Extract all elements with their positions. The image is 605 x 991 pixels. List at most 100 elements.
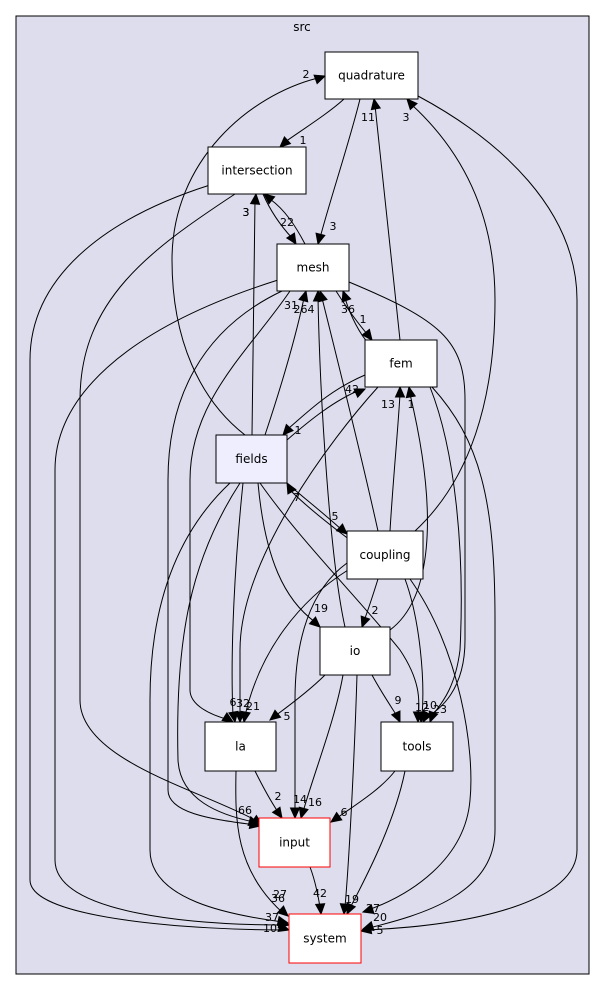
edge-label-coupling-to-fields: 7	[294, 491, 301, 504]
edge-fields-to-system	[149, 482, 290, 927]
edge-label-io-to-input: 16	[308, 796, 322, 809]
edge-fields-to-mesh	[264, 289, 309, 436]
node-box-tools[interactable]	[380, 721, 454, 772]
node-coupling[interactable]: coupling	[346, 530, 424, 580]
edge-label-fields-to-mesh: 31	[284, 299, 298, 312]
node-input[interactable]: input	[258, 817, 331, 868]
edge-label-fem-to-system: 20	[373, 911, 387, 924]
edge-label-la-to-system: 27	[273, 888, 287, 901]
edge-label-mesh-to-inter: 3	[243, 206, 250, 219]
edge-la-to-input	[254, 770, 283, 819]
node-fields[interactable]: fields	[215, 434, 288, 484]
edge-label-coupling-to-mesh: 264	[294, 303, 315, 316]
edge-label-io-to-fem: 1	[408, 398, 415, 411]
edge-tools-to-input	[330, 770, 396, 823]
edge-label-fields-to-coupling: 5	[332, 510, 339, 523]
edge-label-mesh-to-tools: 23	[433, 703, 447, 716]
node-label-mesh: mesh	[297, 261, 330, 275]
edge-io-to-input	[298, 674, 344, 820]
edge-fem-to-system	[361, 386, 496, 932]
edge-label-fields-to-tools: 12	[415, 701, 429, 714]
edge-label-fields-to-io: 19	[314, 602, 328, 615]
edge-label-fields-to-fem: 42	[345, 383, 359, 396]
node-box-input[interactable]	[258, 817, 331, 868]
node-fem[interactable]: fem	[364, 339, 438, 388]
edge-label-io-to-la: 5	[284, 710, 291, 723]
edge-label-fields-to-input: 66	[238, 804, 252, 817]
edge-label-mesh-to-fem: 1	[360, 313, 367, 326]
edge-mesh-to-inter	[263, 193, 306, 245]
edge-mesh-to-la	[189, 290, 291, 723]
edge-label-fem-to-la: 6	[230, 696, 237, 709]
edge-label-io-to-tools: 9	[395, 694, 402, 707]
edge-io-to-tools	[371, 674, 401, 724]
node-box-coupling[interactable]	[346, 530, 424, 580]
edge-label-fem-to-quad: 11	[361, 111, 375, 124]
node-label-io: io	[350, 644, 361, 658]
edge-label-la-to-input: 2	[275, 790, 282, 803]
edge-coupling-to-la	[240, 569, 349, 724]
node-label-intersection: intersection	[221, 164, 292, 178]
node-quadrature[interactable]: quadrature	[324, 51, 419, 100]
edge-label-inter-to-mesh: 22	[280, 216, 294, 229]
node-box-quadrature[interactable]	[324, 51, 419, 100]
edge-fields-to-io	[257, 482, 321, 628]
edge-coupling-to-io	[360, 578, 379, 629]
node-label-quadrature: quadrature	[338, 69, 405, 83]
edge-coupling-to-fem	[389, 385, 406, 532]
node-box-fields[interactable]	[215, 434, 288, 484]
node-box-system[interactable]	[288, 913, 362, 964]
node-box-intersection[interactable]	[207, 146, 307, 195]
edge-io-to-fem	[389, 385, 428, 631]
node-mesh[interactable]: mesh	[276, 243, 350, 292]
edge-coupling-to-fields	[286, 481, 351, 541]
edge-label-coupling-to-fem: 13	[381, 398, 395, 411]
node-label-tools: tools	[403, 740, 432, 754]
node-label-coupling: coupling	[359, 548, 410, 562]
edge-label-io-to-system: 19	[345, 893, 359, 906]
edge-label-quad-to-system: 5	[377, 924, 384, 937]
node-label-la: la	[235, 740, 246, 754]
edge-fields-to-input	[177, 482, 261, 827]
edge-inter-to-mesh	[262, 193, 297, 246]
node-system[interactable]: system	[288, 913, 362, 964]
node-box-mesh[interactable]	[276, 243, 350, 292]
edge-label-fields-to-inter: 3	[243, 206, 250, 219]
edge-label-fem-to-fields: 1	[295, 424, 302, 437]
edge-coupling-to-system	[361, 578, 472, 915]
edge-fem-to-tools	[428, 386, 462, 724]
edge-la-to-system	[235, 770, 289, 917]
node-box-la[interactable]	[204, 721, 277, 772]
edge-label-quad-to-mesh: 3	[330, 220, 337, 233]
edge-io-to-mesh	[312, 289, 346, 628]
edge-label-coupling-to-io: 2	[372, 604, 379, 617]
edge-quad-to-inter	[279, 98, 345, 148]
edge-coupling-to-tools	[404, 578, 428, 724]
node-la[interactable]: la	[204, 721, 277, 772]
edge-label-quad-to-inter: 1	[300, 134, 307, 147]
edge-fields-to-inter	[249, 192, 261, 436]
node-tools[interactable]: tools	[380, 721, 454, 772]
edge-label-coupling-to-system: 27	[366, 902, 380, 915]
node-io[interactable]: io	[319, 626, 391, 676]
edge-coupling-to-input	[289, 562, 348, 820]
edge-label-mesh-to-system: 37	[265, 911, 279, 924]
node-box-fem[interactable]	[364, 339, 438, 388]
edge-coupling-to-quad	[406, 98, 496, 532]
edge-label-fields-to-quad: 2	[303, 68, 310, 81]
edge-fields-to-la	[228, 482, 244, 724]
cluster-title: src	[293, 20, 311, 34]
edge-label-input-to-system: 42	[313, 887, 327, 900]
edge-label-mesh-to-la: 21	[246, 700, 260, 713]
node-box-io[interactable]	[319, 626, 391, 676]
edge-io-to-la	[269, 674, 326, 721]
edge-label-coupling-to-quad: 3	[403, 111, 410, 124]
edge-label-fields-to-system: 36	[271, 892, 285, 905]
node-label-input: input	[279, 836, 310, 850]
edge-tools-to-system	[346, 770, 406, 916]
edge-label-inter-to-system: 10	[263, 922, 277, 935]
edge-label-fem-to-tools: 10	[423, 699, 437, 712]
node-intersection[interactable]: intersection	[207, 146, 307, 195]
edge-fem-to-quad	[370, 97, 401, 341]
